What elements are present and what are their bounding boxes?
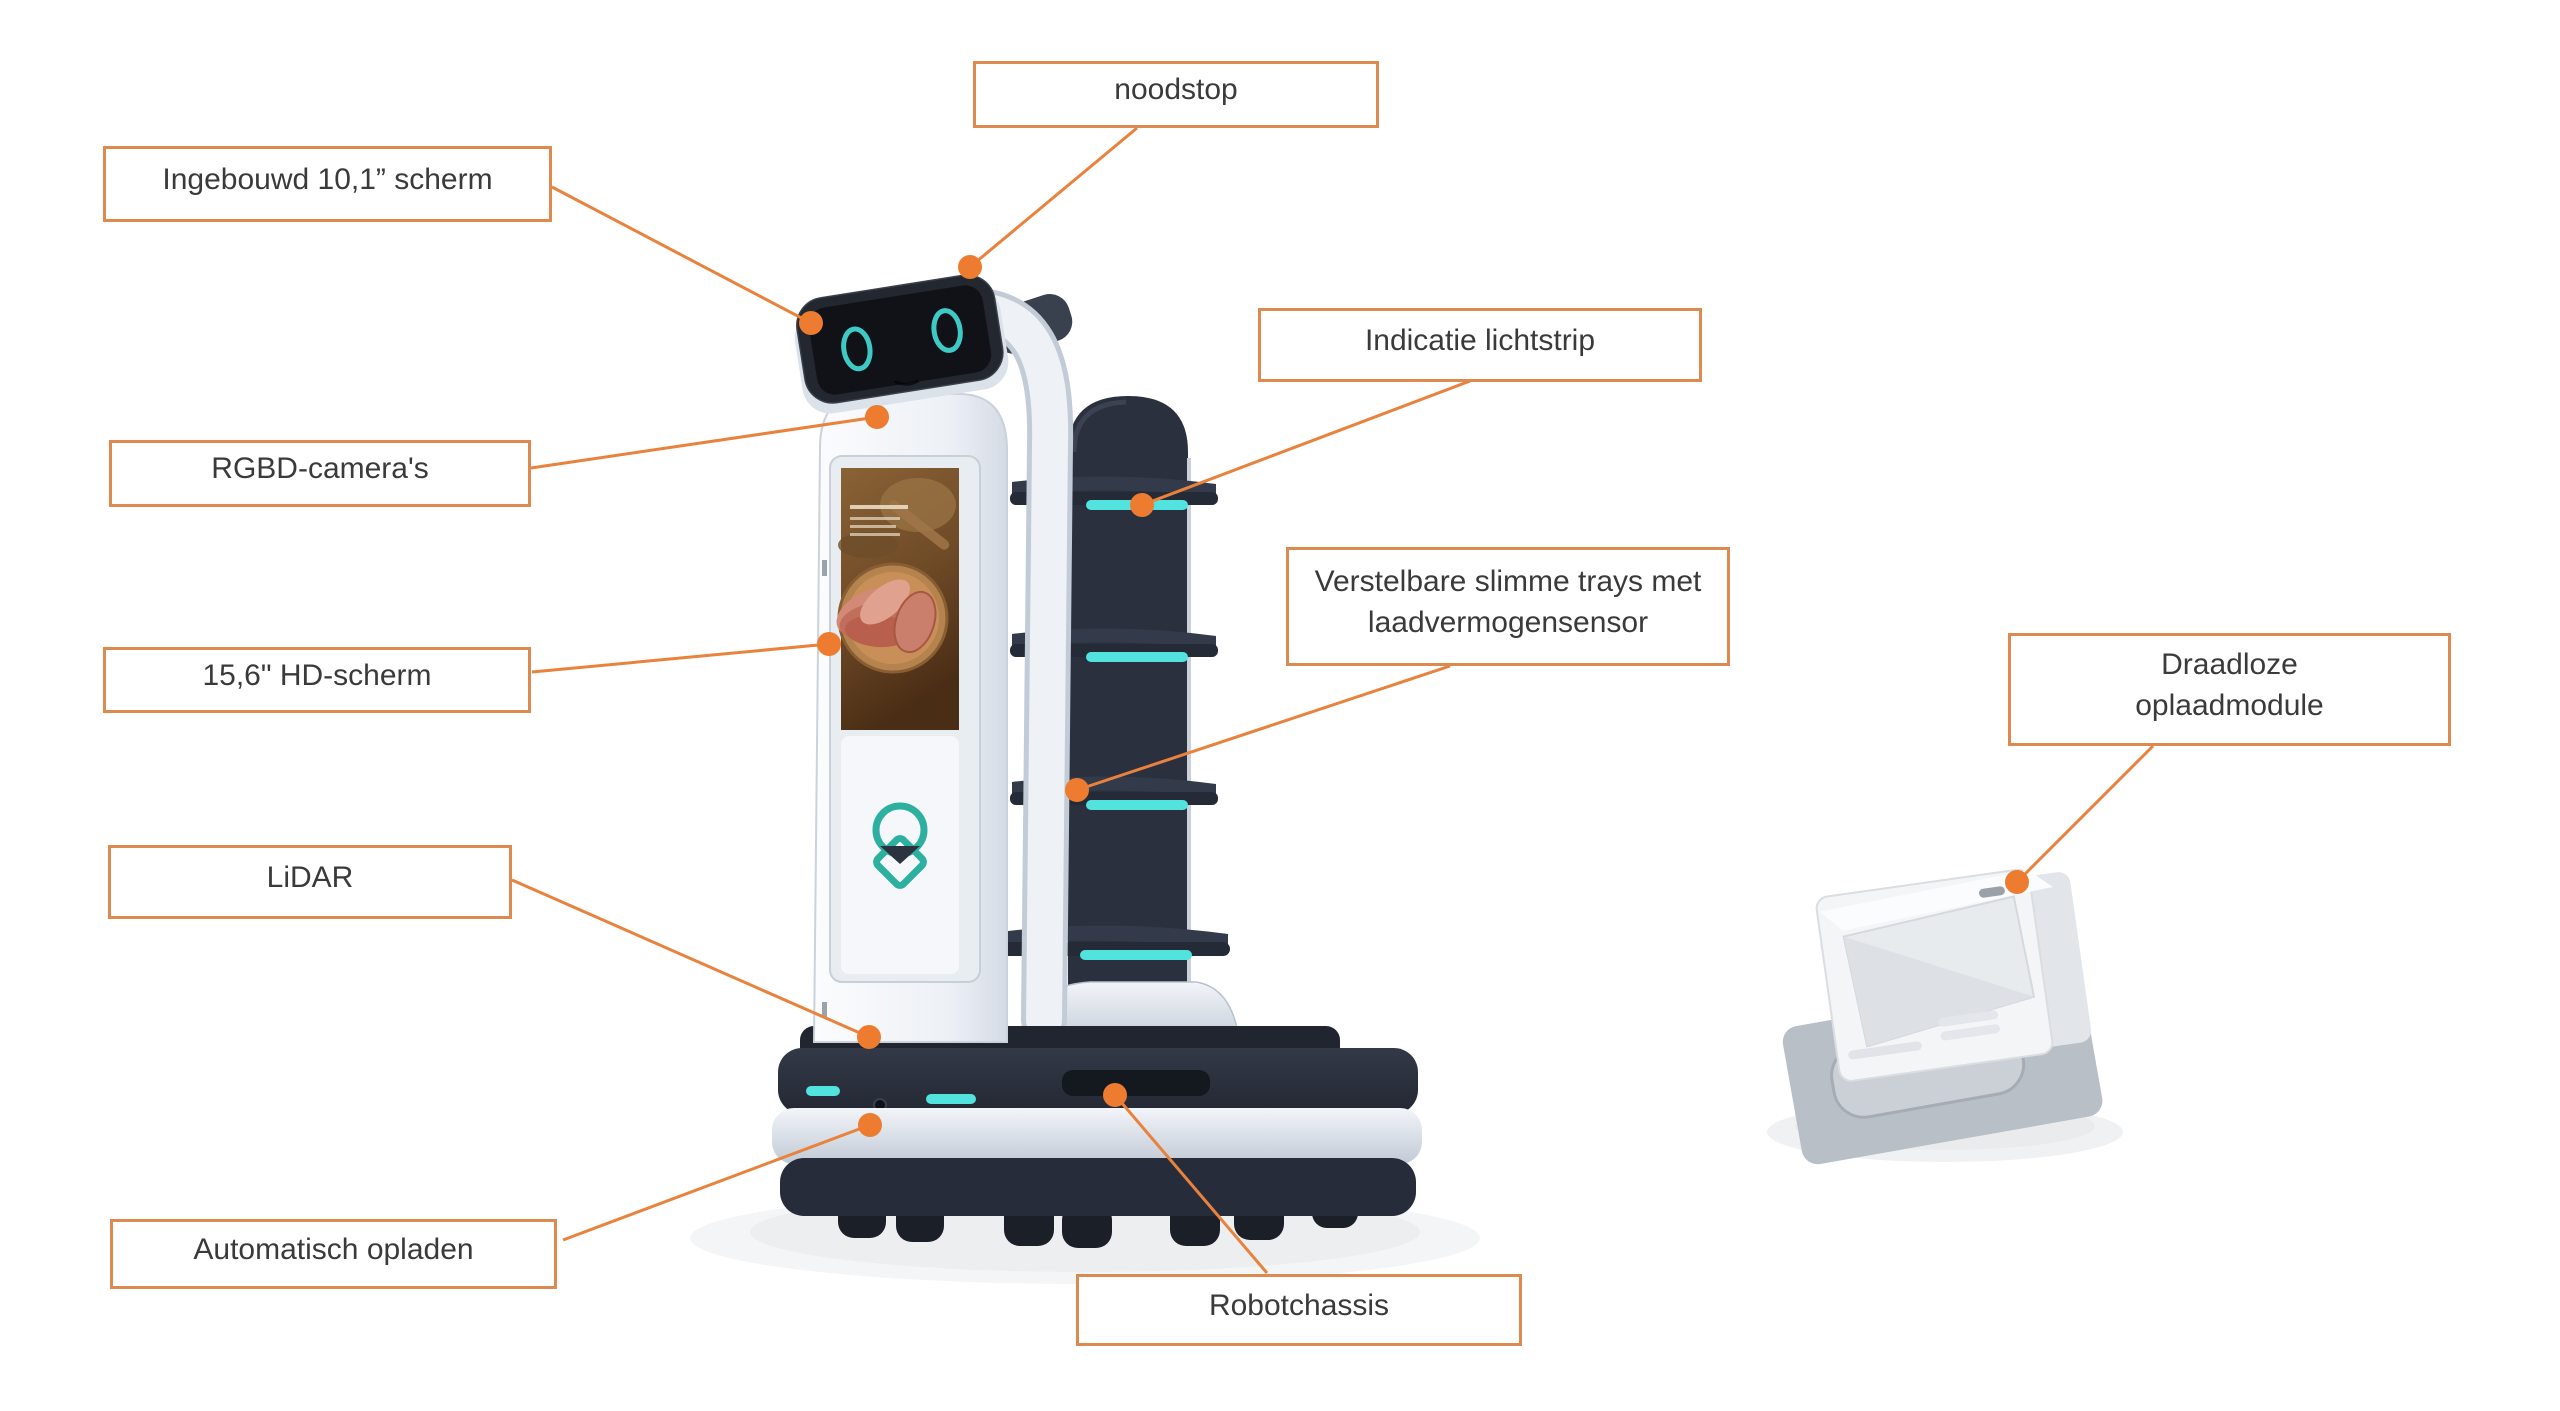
callout-hd-scherm: 15,6" HD-scherm xyxy=(103,647,531,713)
brand-logo xyxy=(872,802,928,889)
callout-indicatie-lichtstrip-label: Indicatie lichtstrip xyxy=(1364,323,1596,357)
marker-dot-indicatie-lichtstrip xyxy=(1130,493,1154,517)
marker-dot-ingebouwd-scherm xyxy=(799,311,823,335)
leader-line-robotchassis xyxy=(1113,1094,1269,1274)
callout-draadloze-oplaadmodule-label: Draadloze oplaadmodule xyxy=(2135,648,2324,722)
leader-line-verstelbare-trays xyxy=(1076,664,1451,792)
marker-dots xyxy=(799,255,2029,1137)
delivery-robot xyxy=(690,274,1480,1284)
marker-dot-draadloze-oplaadmodule xyxy=(2005,870,2029,894)
light-strip-2 xyxy=(1086,652,1188,662)
callout-rgbd-cameras-label: RGBD-camera's xyxy=(211,452,429,486)
leader-line-hd-scherm xyxy=(531,642,830,674)
callout-robotchassis-label: Robotchassis xyxy=(1208,1288,1390,1322)
dock-indicator xyxy=(1979,886,2005,898)
light-strip-3 xyxy=(1086,800,1188,810)
sensor-window xyxy=(1062,1070,1210,1096)
callout-automatisch-opladen-label: Automatisch opladen xyxy=(193,1232,474,1266)
callout-indicatie-lichtstrip: Indicatie lichtstrip xyxy=(1258,308,1702,382)
wireless-charging-dock xyxy=(1767,868,2123,1165)
marker-dot-lidar xyxy=(857,1025,881,1049)
callout-ingebouwd-scherm-label: Ingebouwd 10,1” scherm xyxy=(162,162,493,196)
callout-ingebouwd-scherm: Ingebouwd 10,1” scherm xyxy=(103,146,552,222)
marker-dot-noodstop xyxy=(958,255,982,279)
robot-body xyxy=(812,393,1008,1043)
callout-verstelbare-trays: Verstelbare slimme trays met laadvermoge… xyxy=(1286,547,1730,666)
callout-hd-scherm-label: 15,6" HD-scherm xyxy=(202,658,432,692)
robot-eye-right xyxy=(931,308,963,353)
robot-eye-left xyxy=(841,326,873,372)
leader-line-automatisch-opladen xyxy=(562,1123,871,1242)
base-silver-band xyxy=(772,1108,1422,1164)
robot-chassis xyxy=(772,1026,1422,1248)
hd-screen xyxy=(836,468,959,730)
leader-line-rgbd-cameras xyxy=(530,415,878,470)
leader-line-indicatie-lichtstrip xyxy=(1141,379,1471,507)
callout-rgbd-cameras: RGBD-camera's xyxy=(109,440,531,507)
leader-line-draadloze-oplaadmodule xyxy=(2015,744,2155,884)
marker-dot-hd-scherm xyxy=(817,632,841,656)
callout-draadloze-oplaadmodule: Draadloze oplaadmodule xyxy=(2008,633,2451,746)
base-bumper xyxy=(780,1158,1416,1216)
marker-dot-rgbd-cameras xyxy=(865,405,889,429)
leader-line-lidar xyxy=(511,878,870,1039)
dock-body xyxy=(1815,868,2092,1082)
base-light-strip-right xyxy=(926,1094,976,1104)
marker-dot-verstelbare-trays xyxy=(1065,778,1089,802)
callout-robotchassis: Robotchassis xyxy=(1076,1274,1522,1346)
callout-lidar-label: LiDAR xyxy=(266,860,354,894)
marker-dot-robotchassis xyxy=(1103,1083,1127,1107)
light-strip-4 xyxy=(1080,950,1192,960)
callout-verstelbare-trays-label: Verstelbare slimme trays met laadvermoge… xyxy=(1314,565,1702,639)
leader-line-noodstop xyxy=(969,126,1138,269)
callout-lidar: LiDAR xyxy=(108,845,512,919)
callout-automatisch-opladen: Automatisch opladen xyxy=(110,1219,557,1289)
callout-noodstop: noodstop xyxy=(973,61,1379,128)
base-light-strip-left xyxy=(806,1086,840,1096)
robot-head xyxy=(794,274,1009,414)
leader-lines xyxy=(511,126,2155,1274)
leader-line-ingebouwd-scherm xyxy=(551,185,812,325)
marker-dot-automatisch-opladen xyxy=(858,1113,882,1137)
callout-noodstop-label: noodstop xyxy=(1114,73,1238,107)
